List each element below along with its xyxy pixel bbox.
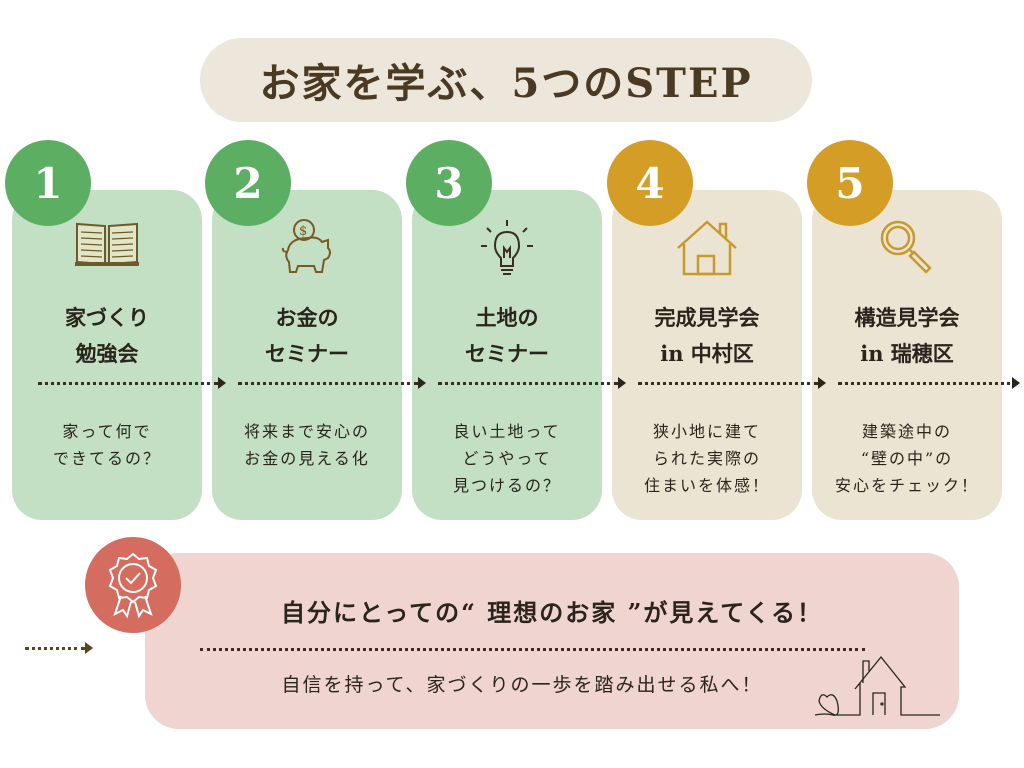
magnifier-icon [812, 218, 1002, 278]
result-subtitle: 自信を持って、家づくりの一歩を踏み出せる私へ！ [281, 674, 763, 696]
result-title: 自分にとっての“ 理想のお家 ”が見えてくる！ [281, 598, 823, 627]
lightbulb-icon [412, 218, 602, 278]
arrow-icon [218, 377, 226, 389]
arrow-icon [1012, 377, 1020, 389]
dotted-connector [238, 382, 418, 385]
svg-text:$: $ [299, 224, 307, 239]
arrow-icon [618, 377, 626, 389]
step-number-4: 4 [607, 140, 693, 226]
step-description: 建築途中の“壁の中”の安心をチェック！ [834, 422, 979, 495]
step-number-3: 3 [406, 140, 492, 226]
step-number-5: 5 [807, 140, 893, 226]
dotted-connector [25, 647, 85, 650]
step-card-1: 家づくり勉強会 家って何でできてるの？ [12, 190, 202, 520]
award-badge-icon [85, 537, 181, 633]
dotted-connector [838, 382, 1018, 385]
result-box: 自分にとっての“ 理想のお家 ”が見えてくる！ 自信を持って、家づくりの一歩を踏… [145, 553, 959, 729]
dotted-divider [200, 648, 865, 651]
step-number-2: 2 [205, 140, 291, 226]
dotted-connector [638, 382, 818, 385]
step-description: 狭小地に建てられた実際の住まいを体感！ [643, 422, 770, 495]
step-number-1: 1 [5, 140, 91, 226]
line-house-heart-icon [815, 655, 940, 716]
page-title: お家を学ぶ、5つのSTEP [200, 38, 812, 122]
arrow-icon [85, 642, 93, 654]
step-title: 土地のセミナー [465, 305, 549, 366]
step-card-3: 土地のセミナー 良い土地ってどうやって見つけるの？ [412, 190, 602, 520]
step-description: 家って何でできてるの？ [52, 422, 161, 468]
step-title: 家づくり勉強会 [65, 305, 149, 366]
dotted-connector [38, 382, 218, 385]
house-icon [612, 218, 802, 278]
step-description: 良い土地ってどうやって見つけるの？ [452, 422, 561, 495]
arrow-icon [418, 377, 426, 389]
step-card-2: $ お金のセミナー 将来まで安心のお金の見える化 [212, 190, 402, 520]
dotted-connector [438, 382, 618, 385]
arrow-icon [818, 377, 826, 389]
book-icon [12, 218, 202, 278]
step-title: お金のセミナー [265, 305, 349, 366]
step-description: 将来まで安心のお金の見える化 [243, 422, 370, 468]
piggy-bank-icon: $ [212, 218, 402, 278]
